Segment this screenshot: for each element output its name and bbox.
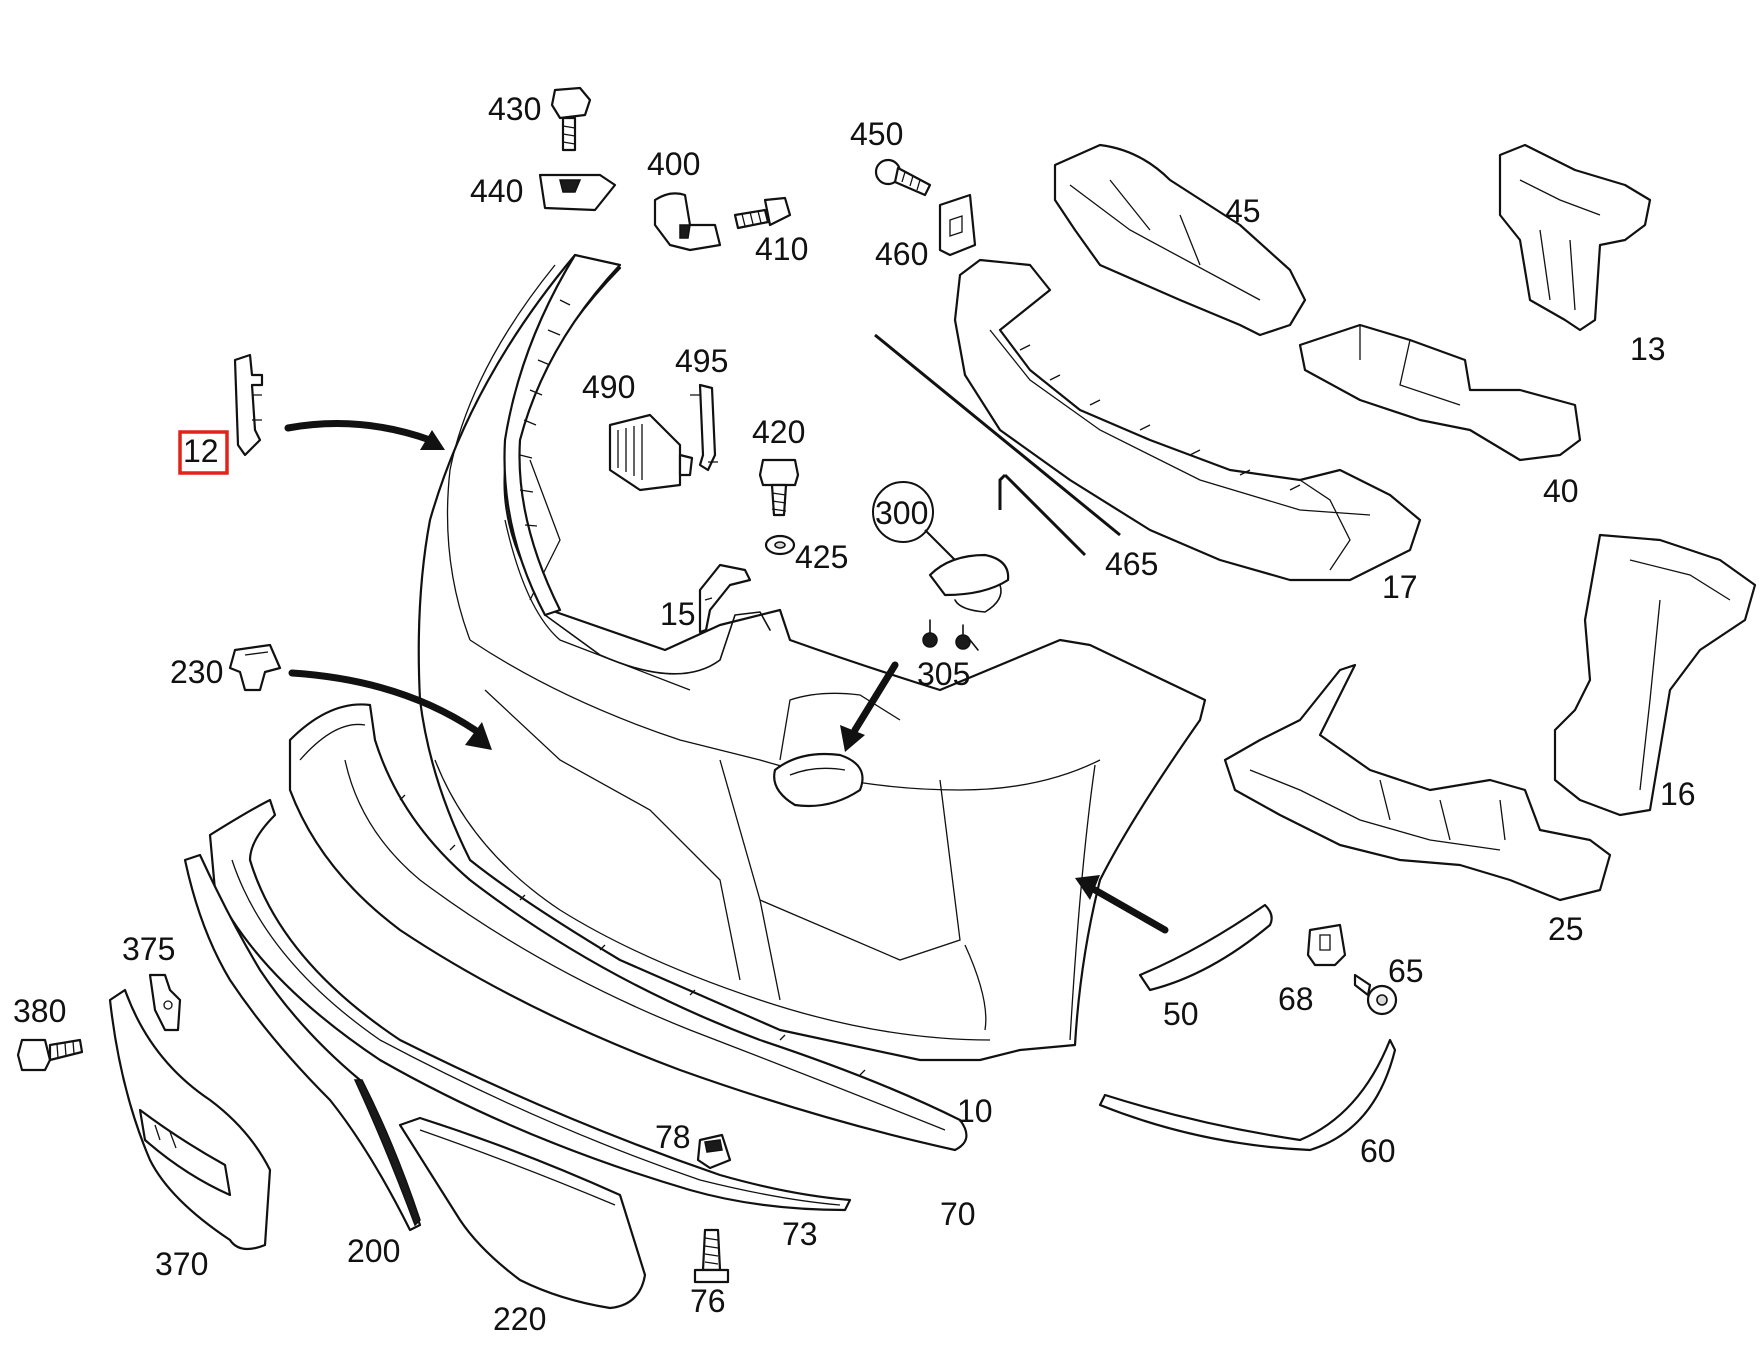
absorber-40 xyxy=(1298,323,1582,462)
label-230: 230 xyxy=(170,654,223,690)
label-425: 425 xyxy=(795,539,848,575)
label-40: 40 xyxy=(1543,473,1579,509)
label-68: 68 xyxy=(1278,981,1314,1017)
label-25: 25 xyxy=(1548,911,1584,947)
label-420: 420 xyxy=(752,414,805,450)
nozzle-cover-300 xyxy=(872,481,1010,613)
bolt-380 xyxy=(16,1038,84,1072)
screw-76 xyxy=(693,1228,730,1284)
retainer-400 xyxy=(653,192,722,252)
label-300: 300 xyxy=(875,495,928,531)
label-12: 12 xyxy=(183,433,219,469)
trim-strip-60 xyxy=(1098,1038,1397,1152)
label-200: 200 xyxy=(347,1233,400,1269)
clip-78 xyxy=(696,1133,732,1170)
label-410: 410 xyxy=(755,231,808,267)
label-73: 73 xyxy=(782,1216,818,1252)
label-440: 440 xyxy=(470,173,523,209)
clips-305 xyxy=(922,619,979,651)
support-25 xyxy=(1223,663,1612,902)
label-60: 60 xyxy=(1360,1133,1396,1169)
label-305: 305 xyxy=(917,656,970,692)
label-13: 13 xyxy=(1630,331,1666,367)
label-490: 490 xyxy=(582,369,635,405)
highlight-box-12 xyxy=(178,430,229,475)
lower-trim-70 xyxy=(288,703,968,1152)
bracket-495 xyxy=(690,383,718,472)
side-panel-200 xyxy=(183,853,422,1232)
screw-450 xyxy=(874,158,932,197)
clip-nut-440 xyxy=(538,173,617,212)
label-400: 400 xyxy=(647,146,700,182)
label-370: 370 xyxy=(155,1246,208,1282)
label-495: 495 xyxy=(675,343,728,379)
label-45: 45 xyxy=(1225,193,1261,229)
label-220: 220 xyxy=(493,1301,546,1337)
bumper-upper-retainer xyxy=(503,253,771,675)
clip-375 xyxy=(148,973,182,1032)
module-490 xyxy=(608,413,694,492)
bracket-16 xyxy=(1553,533,1757,817)
label-70: 70 xyxy=(940,1196,976,1232)
label-65: 65 xyxy=(1388,953,1424,989)
label-430: 430 xyxy=(488,91,541,127)
grille-panel-220 xyxy=(398,1116,647,1310)
label-375: 375 xyxy=(122,931,175,967)
washer-425 xyxy=(764,534,796,556)
side-trim-370 xyxy=(108,988,272,1251)
callout-labels: 430 440 400 410 450 460 45 13 40 12 490 … xyxy=(13,91,1696,1337)
label-15: 15 xyxy=(660,596,696,632)
support-17 xyxy=(953,258,1422,582)
bracket-13 xyxy=(1498,143,1652,332)
spoiler-73 xyxy=(208,798,852,1212)
label-465: 465 xyxy=(1105,546,1158,582)
label-78: 78 xyxy=(655,1119,691,1155)
label-50: 50 xyxy=(1163,996,1199,1032)
label-16: 16 xyxy=(1660,776,1696,812)
impact-absorber-45 xyxy=(1053,143,1307,337)
label-10: 10 xyxy=(957,1093,993,1129)
label-380: 380 xyxy=(13,993,66,1029)
clip-68 xyxy=(1306,923,1347,967)
bolt-410 xyxy=(733,196,792,230)
label-76: 76 xyxy=(690,1283,726,1319)
bracket-12 xyxy=(233,353,264,457)
label-17: 17 xyxy=(1382,569,1418,605)
bolt-420 xyxy=(758,458,800,517)
screw-65 xyxy=(1353,973,1398,1016)
label-460: 460 xyxy=(875,236,928,272)
clip-230 xyxy=(228,643,282,692)
assembly-arrows xyxy=(284,333,1169,934)
clip-460 xyxy=(938,193,977,257)
bolt-430 xyxy=(550,86,592,152)
bracket-15 xyxy=(698,563,752,634)
label-450: 450 xyxy=(850,116,903,152)
trim-strip-50 xyxy=(1138,903,1273,992)
